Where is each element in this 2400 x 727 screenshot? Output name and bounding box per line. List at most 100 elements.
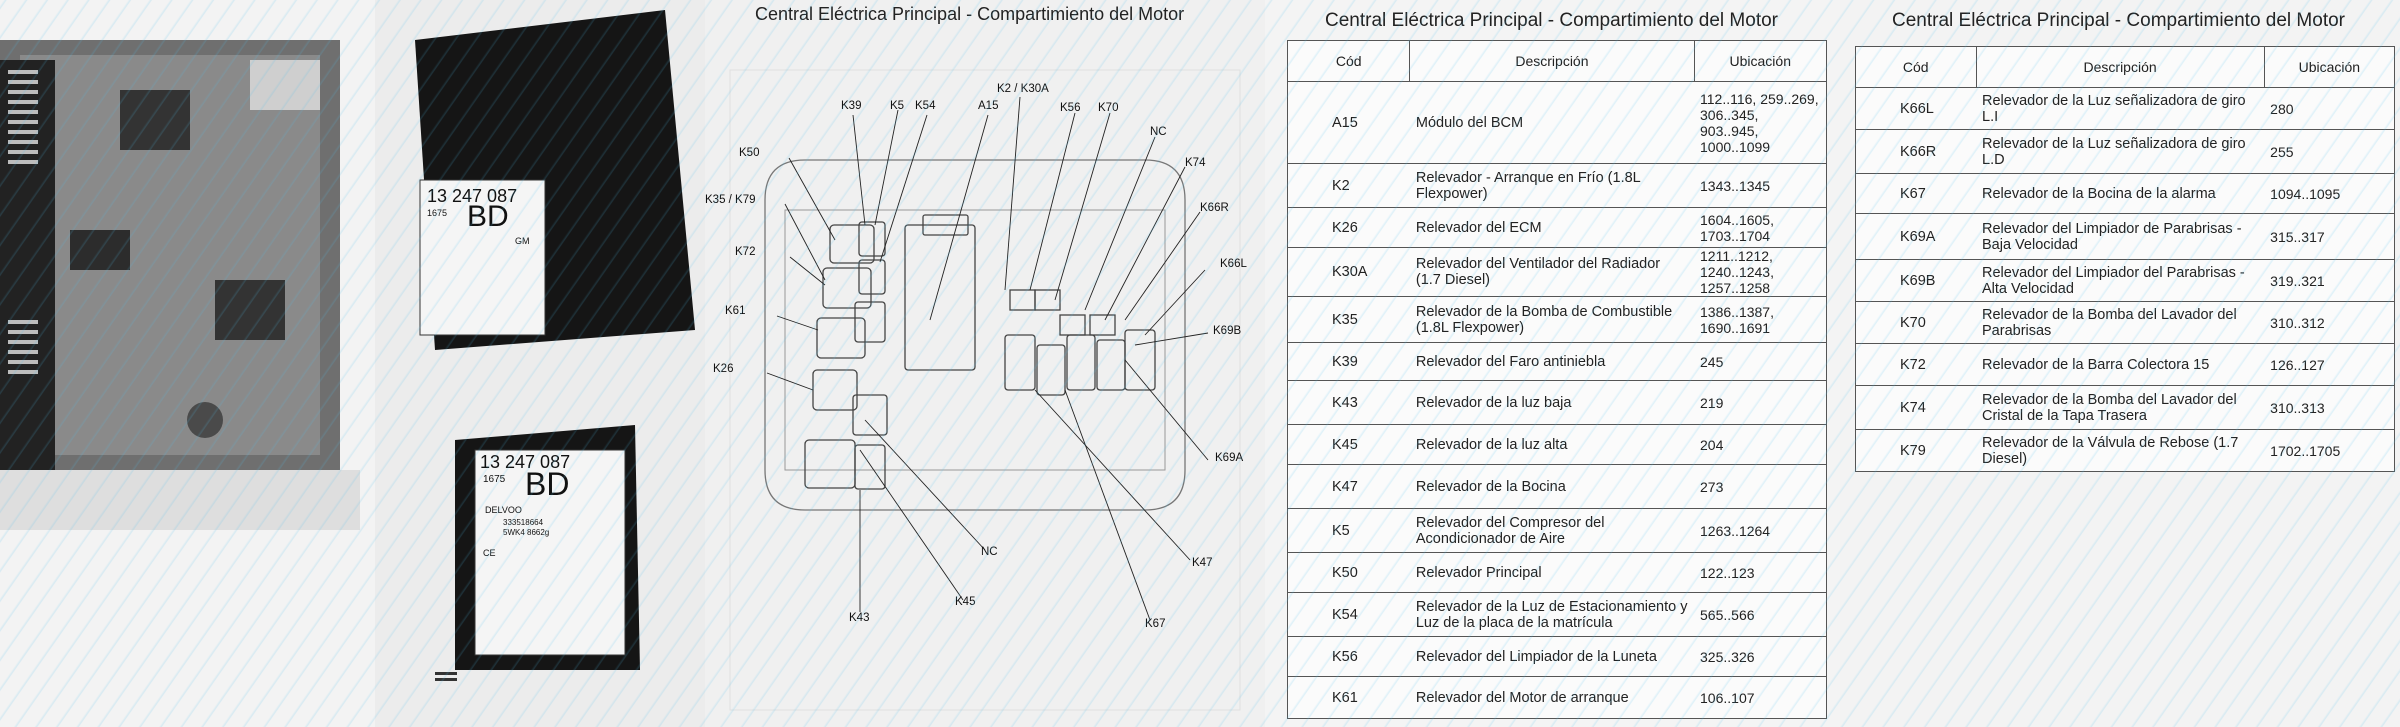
row-description: Relevador del Motor de arranque bbox=[1409, 676, 1695, 719]
row-code: A15 bbox=[1286, 81, 1410, 164]
pcb-illustration bbox=[0, 0, 375, 727]
label-line2: 1675 bbox=[483, 474, 506, 485]
diagram-label-k47: K47 bbox=[1192, 557, 1213, 569]
row-location: 310..313 bbox=[2264, 385, 2396, 430]
row-description: Módulo del BCM bbox=[1409, 81, 1695, 164]
diagram-label-k54: K54 bbox=[915, 100, 936, 112]
row-location: 315..317 bbox=[2264, 213, 2396, 260]
header-code: Cód bbox=[1286, 40, 1411, 82]
row-code: K66R bbox=[1855, 129, 1976, 174]
row-description: Relevador de la Bomba de Combustible (1.… bbox=[1409, 296, 1695, 343]
diagram-label-k69b: K69B bbox=[1213, 325, 1242, 337]
row-description: Relevador del Limpiador de la Luneta bbox=[1409, 636, 1695, 677]
row-code: K50 bbox=[1286, 552, 1410, 593]
module-code: BD bbox=[467, 200, 509, 233]
row-code: K35 bbox=[1286, 296, 1410, 343]
header-desc: Descripción bbox=[1409, 40, 1695, 82]
row-location: 219 bbox=[1694, 380, 1828, 425]
row-description: Relevador de la Válvula de Rebose (1.7 D… bbox=[1976, 429, 2265, 472]
table-header-row: Cód Descripción Ubicación bbox=[1286, 40, 1828, 82]
diagram-label-k66r: K66R bbox=[1200, 202, 1229, 214]
label-serial1: 333518664 bbox=[503, 518, 544, 527]
row-location: 325..326 bbox=[1694, 636, 1828, 677]
row-code: K43 bbox=[1286, 380, 1410, 425]
diagram-label-k70: K70 bbox=[1098, 102, 1119, 114]
row-description: Relevador del Faro antiniebla bbox=[1409, 342, 1695, 381]
row-location: 255 bbox=[2264, 129, 2396, 174]
row-code: K72 bbox=[1855, 343, 1976, 386]
row-location: 1263..1264 bbox=[1694, 508, 1828, 553]
diagram-label-nc-bottom: NC bbox=[981, 546, 998, 558]
row-description: Relevador de la Bomba del Lavador del Pa… bbox=[1976, 301, 2265, 344]
row-code: K69A bbox=[1855, 213, 1976, 260]
row-code: K67 bbox=[1855, 173, 1976, 214]
row-location: 310..312 bbox=[2264, 301, 2396, 344]
row-location: 1211..1212, 1240..1243, 1257..1258 bbox=[1694, 247, 1828, 297]
row-location: 1094..1095 bbox=[2264, 173, 2396, 214]
row-description: Relevador de la Luz de Estacionamiento y… bbox=[1409, 592, 1695, 637]
row-location: 122..123 bbox=[1694, 552, 1828, 593]
diagram-label-k39: K39 bbox=[841, 100, 862, 112]
row-location: 112..116, 259..269, 306..345, 903..945, … bbox=[1694, 81, 1828, 164]
diagram-title: Central Eléctrica Principal - Compartimi… bbox=[755, 4, 1185, 24]
row-location: 106..107 bbox=[1694, 676, 1828, 719]
row-description: Relevador de la luz baja bbox=[1409, 380, 1695, 425]
diagram-label-k67: K67 bbox=[1145, 618, 1166, 630]
row-code: K39 bbox=[1286, 342, 1410, 381]
row-description: Relevador de la Bomba del Lavador del Cr… bbox=[1976, 385, 2265, 430]
row-code: K54 bbox=[1286, 592, 1410, 637]
row-location: 273 bbox=[1694, 464, 1828, 509]
row-location: 1702..1705 bbox=[2264, 429, 2396, 472]
diagram-label-k5: K5 bbox=[890, 100, 905, 112]
diagram-label-a15: A15 bbox=[978, 100, 999, 112]
module-photo: 13 247 087 1675 BD GM 13 247 087 1675 BD… bbox=[375, 0, 705, 727]
row-description: Relevador Principal bbox=[1409, 552, 1695, 593]
row-description: Relevador del Ventilador del Radiador (1… bbox=[1409, 247, 1695, 297]
row-code: K45 bbox=[1286, 424, 1410, 465]
diagram-label-k56: K56 bbox=[1060, 102, 1081, 114]
fusebox-diagram-panel: Central Eléctrica Principal - Compartimi… bbox=[705, 0, 1265, 727]
row-code: K56 bbox=[1286, 636, 1410, 677]
label-brand: DELVOO bbox=[485, 505, 522, 515]
diagram-label-k2-k30a: K2 / K30A bbox=[997, 83, 1049, 95]
row-code: K61 bbox=[1286, 676, 1410, 719]
diagram-label-k35-k79: K35 / K79 bbox=[705, 194, 756, 206]
table2-title: Central Eléctrica Principal - Compartimi… bbox=[1892, 10, 2345, 31]
row-description: Relevador del Compresor del Acondicionad… bbox=[1409, 508, 1695, 553]
diagram-label-k61: K61 bbox=[725, 305, 746, 317]
row-code: K74 bbox=[1855, 385, 1976, 430]
row-description: Relevador del Limpiador del Parabrisas -… bbox=[1976, 259, 2265, 302]
module-part-number: 13 247 087 bbox=[427, 186, 518, 206]
row-code: K79 bbox=[1855, 429, 1976, 472]
diagram-label-k45: K45 bbox=[955, 596, 976, 608]
label-line3: BD bbox=[525, 466, 570, 502]
label-serial2: 5WK4 8662g bbox=[503, 528, 550, 537]
pcb-photo bbox=[0, 0, 375, 727]
row-location: 565..566 bbox=[1694, 592, 1828, 637]
row-description: Relevador de la Barra Colectora 15 bbox=[1976, 343, 2265, 386]
row-location: 245 bbox=[1694, 342, 1828, 381]
row-description: Relevador del ECM bbox=[1409, 207, 1695, 248]
row-code: K30A bbox=[1286, 247, 1410, 297]
row-code: K5 bbox=[1286, 508, 1410, 553]
module-illustration bbox=[375, 0, 705, 727]
row-code: K69B bbox=[1855, 259, 1976, 302]
row-location: 126..127 bbox=[2264, 343, 2396, 386]
row-description: Relevador de la luz alta bbox=[1409, 424, 1695, 465]
relay-table-panel-2: Central Eléctrica Principal - Compartimi… bbox=[1840, 0, 2400, 727]
row-location: 204 bbox=[1694, 424, 1828, 465]
